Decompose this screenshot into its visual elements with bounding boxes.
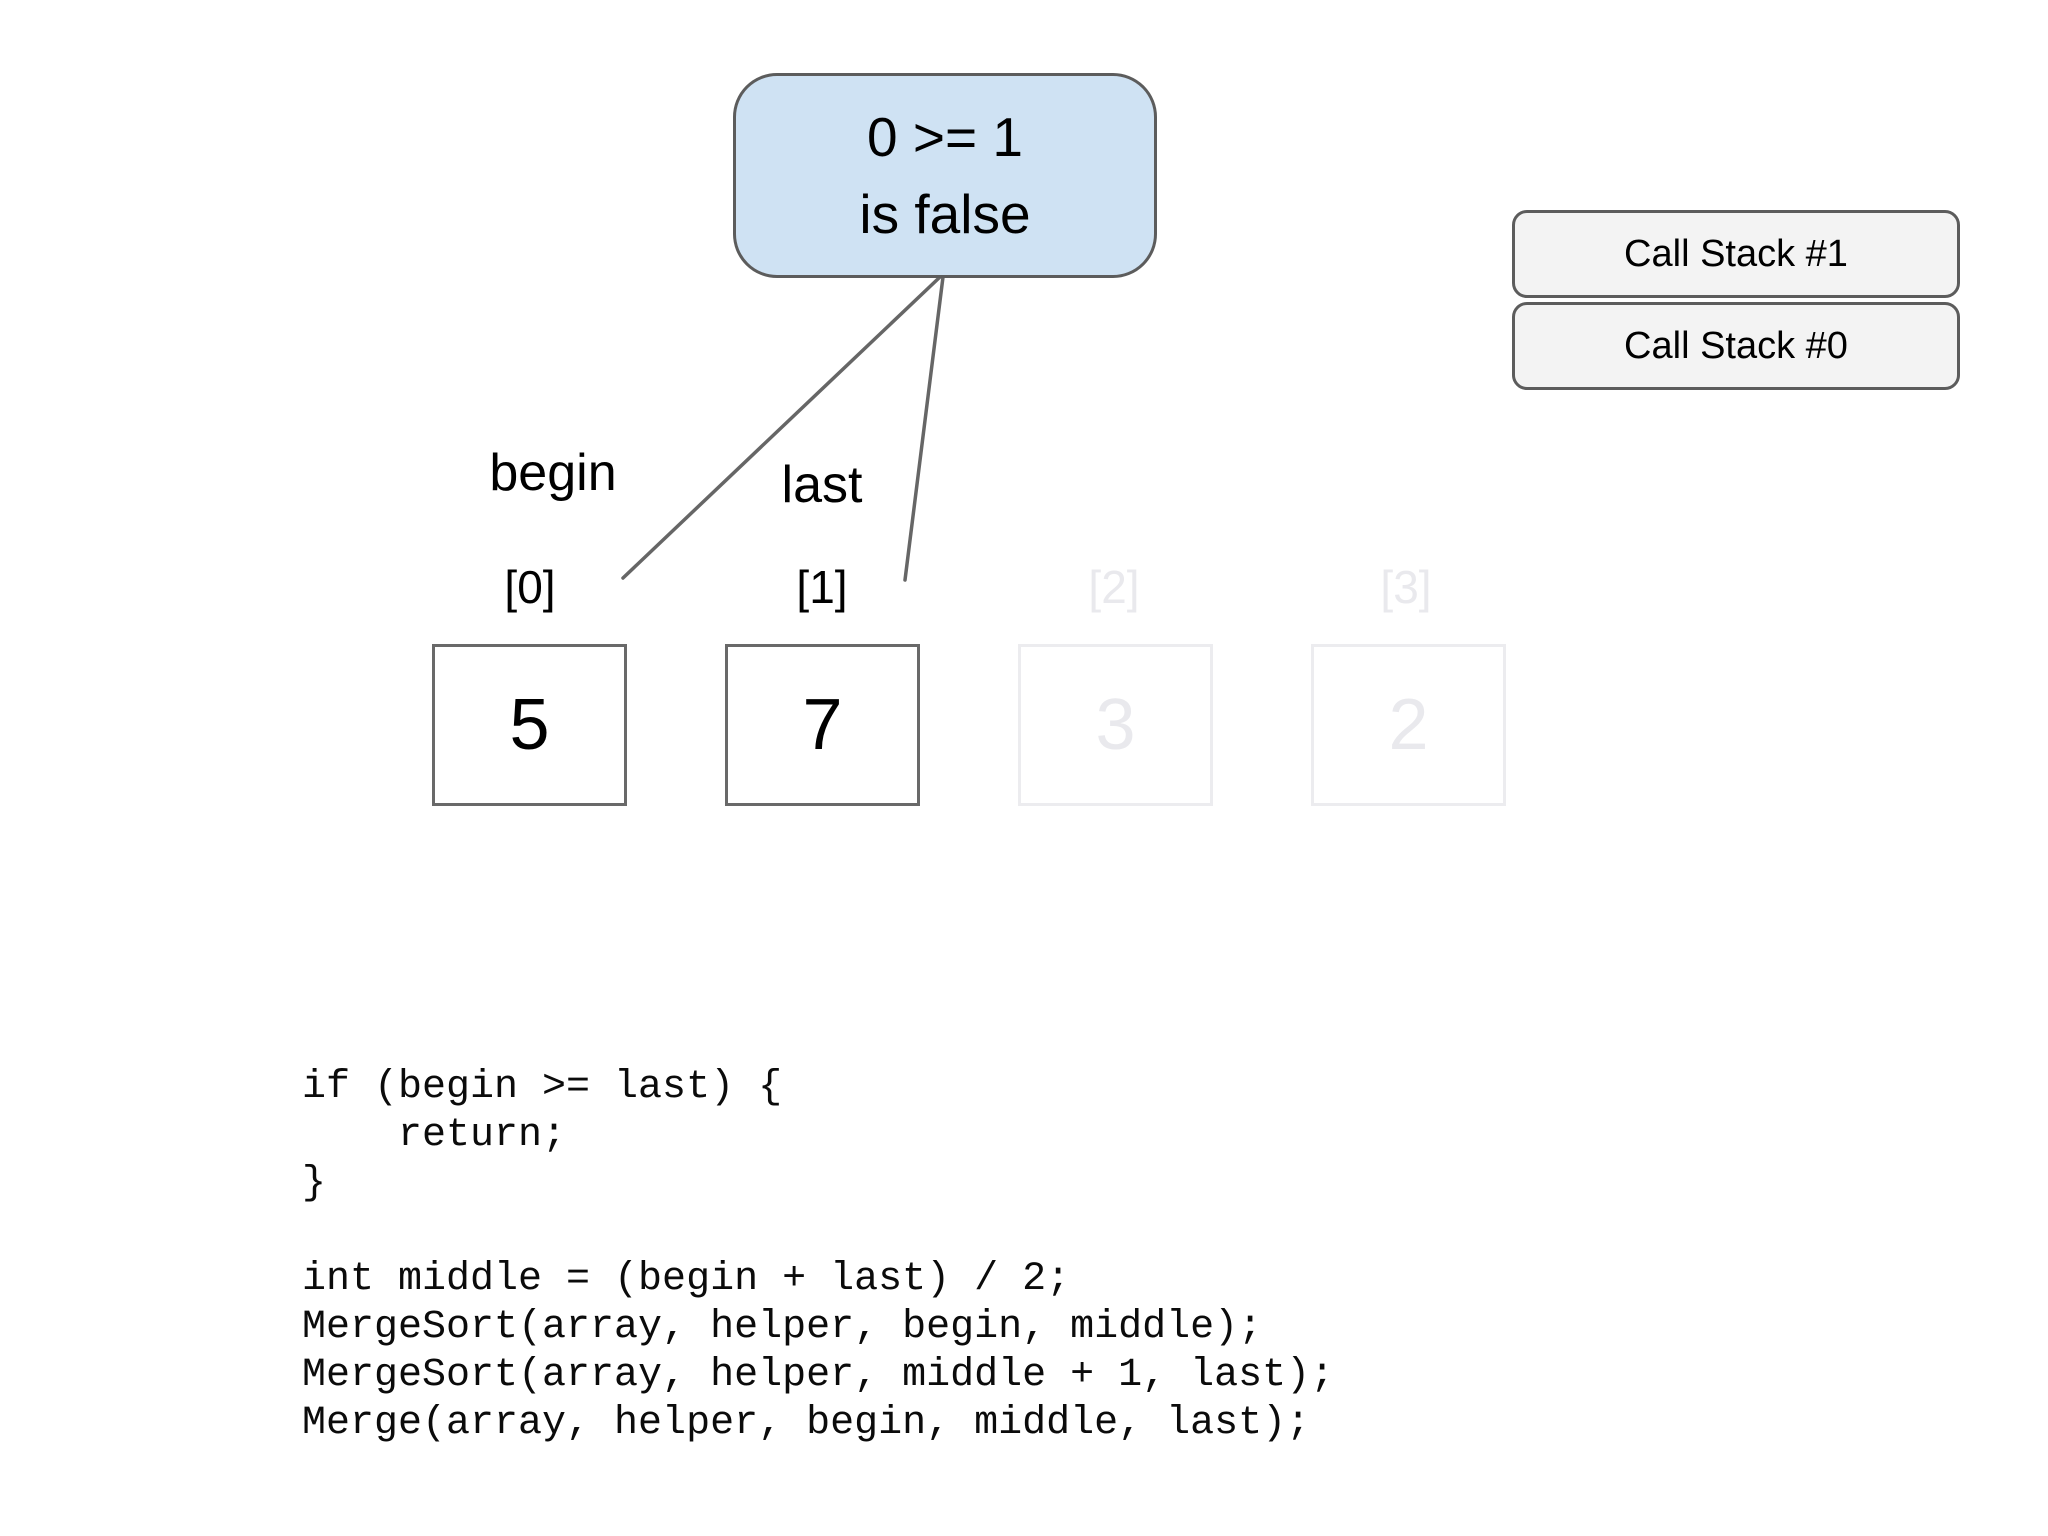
array-cell-3: 2 xyxy=(1311,644,1506,806)
call-stack-label: Call Stack #1 xyxy=(1624,232,1848,275)
pointer-line-begin xyxy=(621,275,942,580)
array-index-label-2: [2] xyxy=(1088,561,1140,613)
array-cell-value: 2 xyxy=(1388,685,1429,765)
pointer-line-last xyxy=(903,275,945,582)
call-stack-label: Call Stack #0 xyxy=(1624,324,1848,367)
code-line: int middle = (begin + last) / 2; xyxy=(302,1257,1071,1302)
code-line: } xyxy=(302,1161,327,1206)
condition-expression: 0 >= 1 xyxy=(867,105,1023,168)
code-line: Merge(array, helper, begin, middle, last… xyxy=(302,1401,1311,1446)
code-line: return; xyxy=(302,1113,567,1158)
code-block: if (begin >= last) { return; } int middl… xyxy=(302,1064,1334,1448)
array-index-label-0: [0] xyxy=(504,561,556,613)
array-cell-2: 3 xyxy=(1018,644,1213,806)
code-line: MergeSort(array, helper, begin, middle); xyxy=(302,1305,1263,1350)
condition-bubble: 0 >= 1 is false xyxy=(733,73,1157,278)
array-cell-value: 7 xyxy=(802,685,843,765)
code-line xyxy=(302,1208,1334,1256)
call-stack-item-0: Call Stack #0 xyxy=(1512,302,1960,390)
pointer-label-begin: begin xyxy=(489,444,617,502)
array-cell-value: 5 xyxy=(509,685,550,765)
array-index-label-3: [3] xyxy=(1380,561,1432,613)
code-line: MergeSort(array, helper, middle + 1, las… xyxy=(302,1353,1335,1398)
array-cell-0: 5 xyxy=(432,644,627,806)
pointer-label-last: last xyxy=(781,456,863,514)
condition-result: is false xyxy=(859,182,1031,245)
call-stack-item-1: Call Stack #1 xyxy=(1512,210,1960,298)
code-line: if (begin >= last) { xyxy=(302,1065,783,1110)
array-index-label-1: [1] xyxy=(796,561,848,613)
array-cell-value: 3 xyxy=(1095,685,1136,765)
array-cell-1: 7 xyxy=(725,644,920,806)
